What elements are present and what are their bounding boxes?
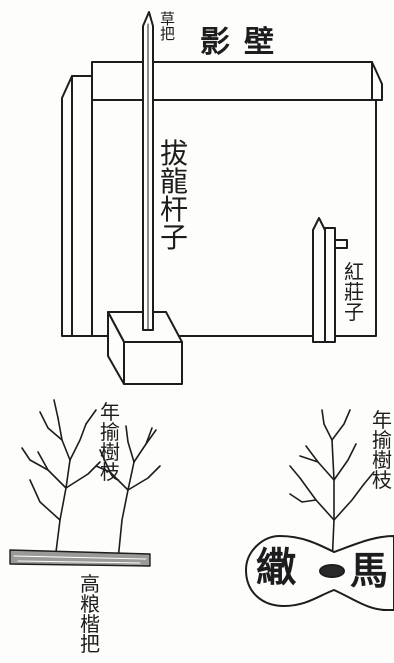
cartouche-char-left: 繖: [256, 544, 296, 591]
dragon-pole: [142, 11, 154, 331]
dragon-pole-label: 拔龍杆子: [160, 137, 189, 254]
tree-left: [21, 399, 161, 561]
screen-wall-label: 影壁: [200, 25, 288, 60]
cartouche: [245, 535, 394, 611]
tree-left-label: 年揄樹枝: [100, 400, 120, 484]
screen-wall: [61, 61, 383, 337]
tree-right: [289, 409, 375, 566]
straw-top-label: 草把: [160, 10, 176, 43]
wall-face: [91, 99, 377, 337]
red-stake: [312, 217, 348, 343]
tree-right-label: 年揄樹枝: [372, 408, 392, 492]
wall-left-pillar: [61, 75, 93, 337]
cartouche-char-right: 馬: [350, 548, 389, 593]
tree-base-mound: [319, 564, 345, 578]
wall-top-cap: [91, 61, 383, 101]
red-stake-label: 紅莊子: [344, 260, 364, 324]
sorghum-bundle: [9, 549, 151, 567]
sorghum-bundle-label: 高粮楷把: [80, 572, 100, 656]
